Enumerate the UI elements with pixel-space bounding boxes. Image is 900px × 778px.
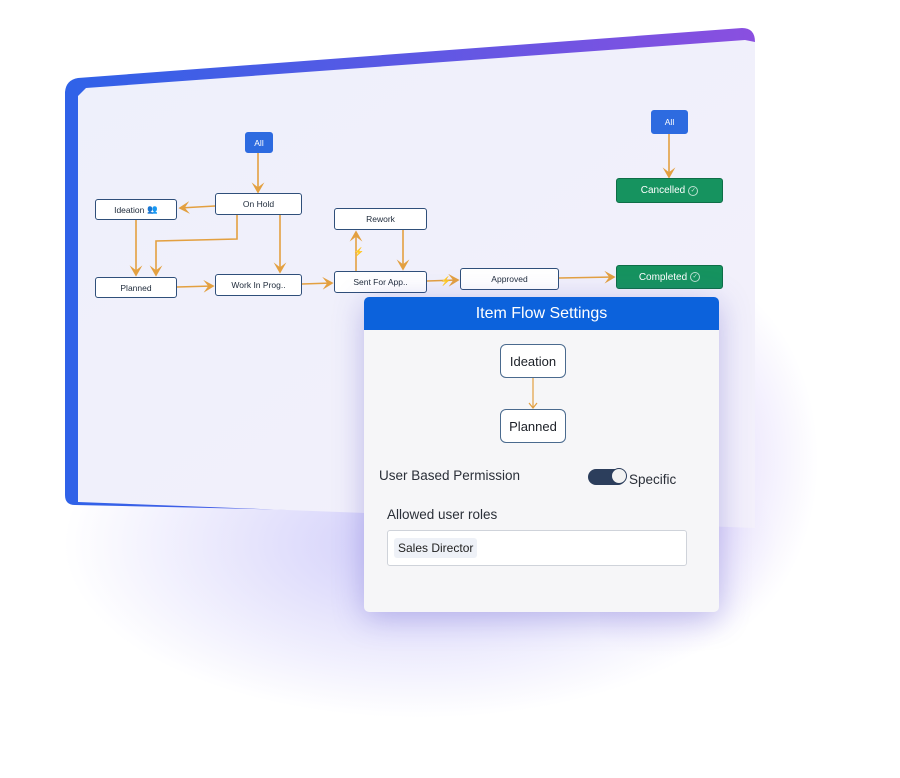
node-approved[interactable]: Approved [460,268,559,290]
transition-arrow [528,378,538,409]
user-group-icon: 👥 [147,204,158,214]
to-state-node: Planned [500,409,566,443]
node-cancelled[interactable]: Cancelled✓ [616,178,723,203]
arrow-onhold-planned [149,215,238,277]
permission-value: Specific [629,472,677,487]
arrow-onhold-ideation [178,201,216,214]
roles-label: Allowed user roles [387,507,498,522]
check-circle-icon: ✓ [688,185,699,196]
node-work-in-progress[interactable]: Work In Prog.. [215,274,302,296]
node-rework[interactable]: Rework [334,208,427,230]
role-chip[interactable]: Sales Director [394,538,478,558]
arrow-approved-completed [558,270,616,284]
permission-toggle[interactable] [588,468,627,485]
lightning-icon: ⚡ [440,275,451,287]
modal-header: Item Flow Settings [364,297,719,330]
lightning-icon: ⚡ [353,246,364,258]
permission-label: User Based Permission [379,468,521,483]
item-flow-settings-modal: Item Flow Settings Ideation Planned User… [364,297,719,612]
arrow-sent-approved [426,273,460,287]
node-sent-for-approval[interactable]: Sent For App.. [334,271,427,293]
node-all-right[interactable]: All [651,110,688,134]
node-on-hold[interactable]: On Hold [215,193,302,215]
toggle-knob [611,468,627,484]
node-ideation[interactable]: Ideation👥 [95,199,177,220]
node-completed[interactable]: Completed✓ [616,265,723,289]
node-planned[interactable]: Planned [95,277,177,298]
check-circle-icon: ✓ [690,272,701,282]
from-state-node: Ideation [500,344,566,378]
modal-title: Item Flow Settings [475,304,608,322]
arrow-planned-wip [176,279,215,293]
arrow-wip-sent [301,276,334,290]
node-all[interactable]: All [245,132,273,153]
roles-input[interactable]: Sales Director [387,530,687,566]
